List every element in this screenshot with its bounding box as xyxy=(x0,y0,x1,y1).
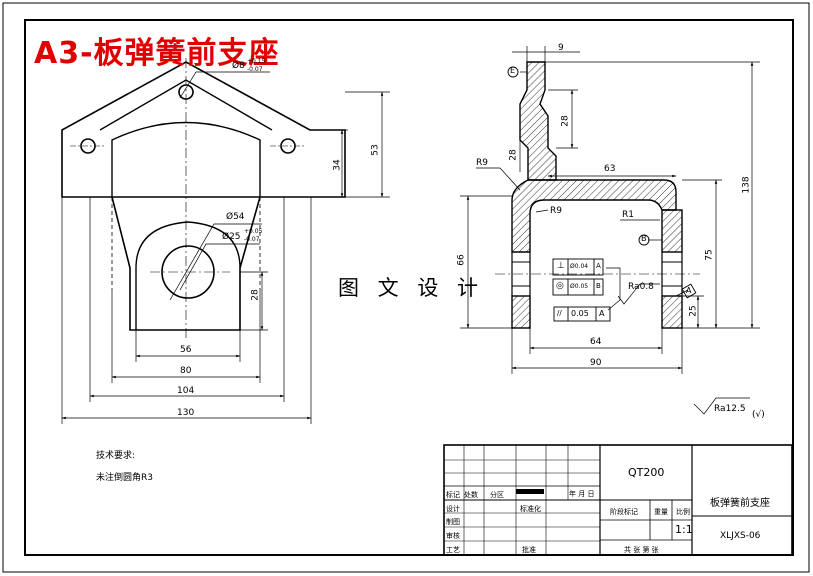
title-block-grid xyxy=(443,444,793,556)
roughness-general-suffix: (√) xyxy=(752,410,765,420)
dim-bore-tol-upper: +0.05 xyxy=(244,228,263,235)
dim-w-80: 80 xyxy=(180,366,192,376)
tb-label-mark: 标记 xyxy=(446,491,460,499)
tech-req-item: 未注倒圆角R3 xyxy=(96,473,153,483)
tb-label-zone: 分区 xyxy=(490,491,504,499)
dim-h-75: 75 xyxy=(704,249,715,261)
tb-part-name: 板弹簧前支座 xyxy=(710,498,770,509)
dim-w-9: 9 xyxy=(558,43,564,53)
dim-w-130: 130 xyxy=(177,408,195,418)
datum-label-e: E xyxy=(510,66,516,75)
gdt-perp-datum: A xyxy=(596,262,601,270)
dim-h-138: 138 xyxy=(741,176,752,194)
dim-r9-inner: R9 xyxy=(550,206,562,216)
tb-label-standardization: 标准化 xyxy=(520,505,541,513)
dim-w-64: 64 xyxy=(590,337,602,347)
gdt-perp-value: Ø0.04 xyxy=(570,263,589,270)
dim-hole-top: Ø8 xyxy=(232,61,245,71)
gdt-perp-symbol: ⊥ xyxy=(557,261,565,271)
tb-label-drafting: 制图 xyxy=(446,518,460,526)
gdt-par-datum: A xyxy=(599,309,605,318)
tb-label-weight: 重量 xyxy=(654,508,668,516)
tb-label-stage-mark: 阶段标记 xyxy=(610,508,638,516)
tb-label-process: 工艺 xyxy=(446,546,460,554)
drawing-title: A3-板弹簧前支座 xyxy=(34,36,280,71)
front-view xyxy=(61,58,346,340)
dim-w-63: 63 xyxy=(604,164,616,174)
gdt-par-value: 0.05 xyxy=(571,309,589,318)
dim-w-56: 56 xyxy=(180,345,192,355)
gdt-circ-datum: B xyxy=(596,282,601,290)
dim-bore-inner: Ø25 xyxy=(222,232,241,242)
dim-w-104: 104 xyxy=(177,386,195,396)
dim-h-28-mid: 28 xyxy=(508,149,519,161)
dim-h-66: 66 xyxy=(456,254,467,266)
datum-label-a: A xyxy=(686,286,692,295)
dim-r9-top: R9 xyxy=(476,158,488,168)
dim-hole-top-tol-lower: -0.07 xyxy=(247,66,263,73)
dim-h-25: 25 xyxy=(688,305,699,317)
dim-h-53: 53 xyxy=(370,144,381,156)
tb-label-date: 年 月 日 xyxy=(569,490,595,498)
side-section-view xyxy=(495,61,700,329)
tb-label-design: 设计 xyxy=(446,505,460,513)
datum-label-b: B xyxy=(641,234,647,243)
tb-material: QT200 xyxy=(628,466,665,479)
tb-scale: 1:1 xyxy=(675,523,693,536)
dim-r1: R1 xyxy=(622,210,634,220)
tb-label-ratio: 比例 xyxy=(676,508,690,516)
tb-label-count: 处数 xyxy=(464,491,478,499)
tb-label-sheet: 共 张 第 张 xyxy=(624,546,659,554)
side-view-dimensions xyxy=(460,46,760,415)
dim-w-90: 90 xyxy=(590,358,602,368)
tech-req-heading: 技术要求: xyxy=(96,451,136,461)
dim-h-28: 28 xyxy=(250,289,261,301)
dim-bore-outer: Ø54 xyxy=(226,212,245,222)
gdt-circ-symbol: ◎ xyxy=(556,281,564,291)
dim-bore-tol-lower: -0.07 xyxy=(244,236,260,243)
gdt-par-symbol: // xyxy=(557,309,562,317)
tb-label-check: 审核 xyxy=(446,532,460,540)
roughness-general: Ra12.5 xyxy=(714,404,746,414)
front-view-dimensions xyxy=(61,71,390,424)
gdt-frames xyxy=(507,66,697,322)
tb-label-approval: 批准 xyxy=(522,546,536,554)
dim-h-28-top: 28 xyxy=(560,115,571,127)
dim-hole-top-tol-upper: +0.15 xyxy=(247,58,266,65)
tb-drawing-no: XLJXS-06 xyxy=(720,531,761,541)
dim-h-34: 34 xyxy=(332,159,343,171)
inner-border xyxy=(24,19,794,556)
gdt-circ-value: Ø0.05 xyxy=(570,283,589,290)
watermark-text: 图 文 设 计 xyxy=(338,276,485,300)
roughness-local: Ra0.8 xyxy=(628,282,654,292)
